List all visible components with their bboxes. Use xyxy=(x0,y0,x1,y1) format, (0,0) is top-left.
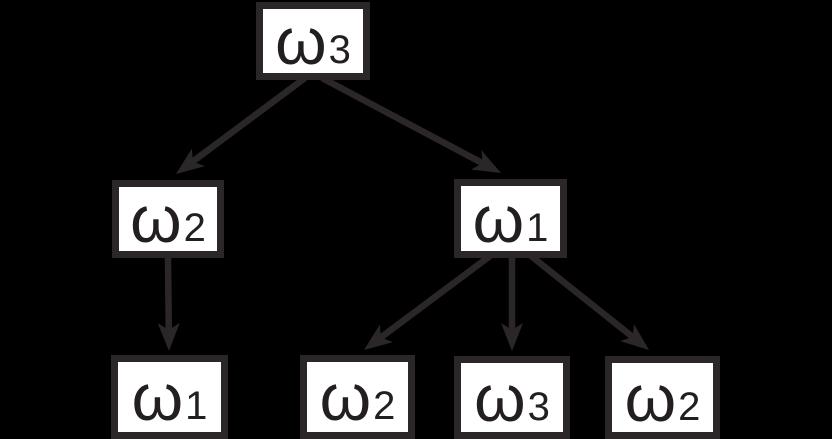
node-subscript: 1 xyxy=(185,384,208,428)
node-subscript: 1 xyxy=(526,205,549,250)
node-subscript: 2 xyxy=(373,384,396,428)
node-symbol: ω xyxy=(472,181,525,256)
edge-arrowhead xyxy=(364,324,394,350)
tree-edge xyxy=(528,253,649,350)
edge-arrowhead xyxy=(501,323,523,351)
node-subscript: 2 xyxy=(183,206,206,250)
tree-edge xyxy=(157,255,180,351)
tree-edge xyxy=(501,256,523,351)
node-subscript: 2 xyxy=(678,384,701,429)
node-symbol: ω xyxy=(131,360,184,434)
edge-arrowhead xyxy=(620,323,649,350)
edge-line xyxy=(377,253,492,342)
tree-edge xyxy=(176,75,307,174)
edge-line xyxy=(189,75,307,166)
node-symbol: ω xyxy=(319,360,372,434)
edge-line xyxy=(528,253,637,341)
edge-line xyxy=(320,75,486,167)
edge-line xyxy=(164,255,173,333)
node-symbol: ω xyxy=(130,182,182,256)
node-subscript: 3 xyxy=(527,384,550,429)
node-symbol: ω xyxy=(275,4,327,78)
edge-arrowhead xyxy=(157,322,180,351)
node-symbol: ω xyxy=(624,360,677,435)
tree-edge xyxy=(320,75,501,173)
edge-arrowhead xyxy=(471,150,501,173)
tree-edge xyxy=(364,253,492,350)
node-symbol: ω xyxy=(474,360,526,435)
edge-arrowhead xyxy=(176,148,206,174)
node-subscript: 3 xyxy=(328,28,351,72)
